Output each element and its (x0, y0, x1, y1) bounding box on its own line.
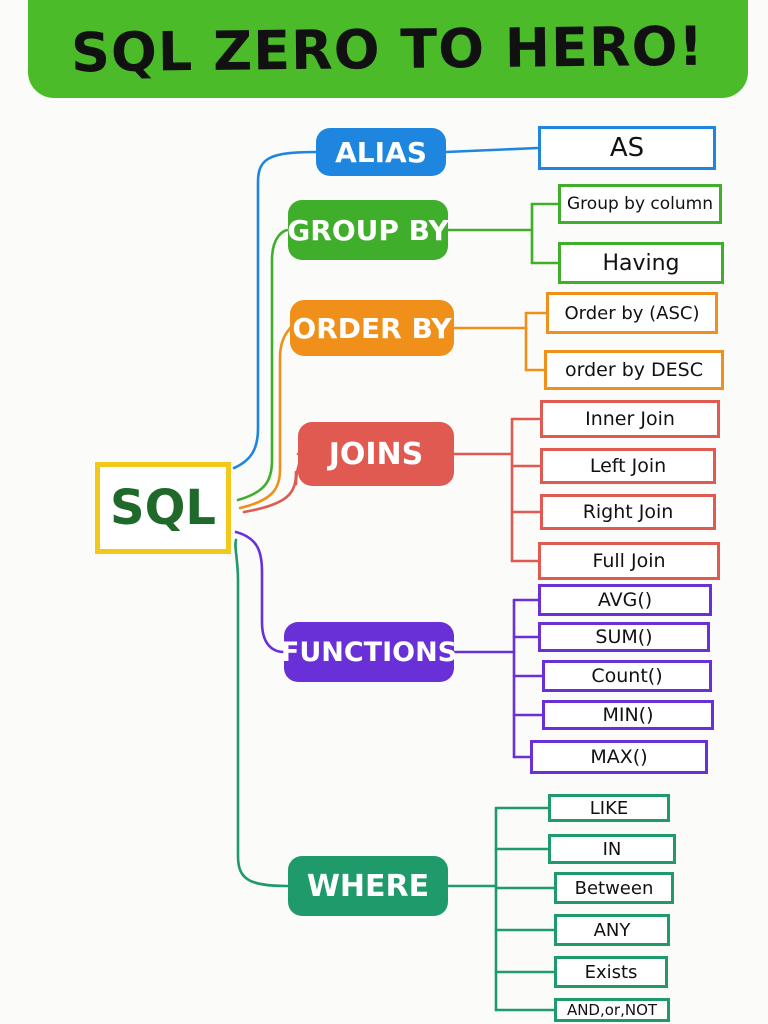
leaf-node: SUM() (538, 622, 710, 652)
leaf-node: Right Join (540, 494, 716, 530)
leaf-node: IN (548, 834, 676, 864)
leaf-node: Having (558, 242, 724, 284)
leaf-node: Full Join (538, 542, 720, 580)
leaf-node: Inner Join (540, 400, 720, 438)
topic-node-group-by: GROUP BY (287, 200, 449, 260)
leaf-node: MIN() (542, 700, 714, 730)
branch-line-group-by (236, 228, 290, 502)
leaf-node: Order by (ASC) (546, 292, 718, 334)
leaf-node: AND,or,NOT (554, 998, 670, 1022)
topic-node-functions: FUNCTIONS (281, 622, 457, 682)
branch-line-where (234, 538, 290, 888)
leaf-node: order by DESC (544, 350, 724, 390)
page-title: SQL ZERO TO HERO! (71, 14, 705, 84)
topic-node-joins: JOINS (298, 422, 454, 486)
leaf-node: AVG() (538, 584, 712, 616)
leaf-node: AS (538, 126, 716, 170)
title-banner: SQL ZERO TO HERO! (28, 0, 748, 98)
topic-node-where: WHERE (288, 856, 448, 916)
branch-line-functions (234, 530, 286, 654)
root-node-sql: SQL (95, 462, 231, 554)
topic-node-alias: ALIAS (316, 128, 446, 176)
branch-line-order-by (238, 326, 292, 510)
leaf-line (444, 146, 540, 154)
leaf-node: Count() (542, 660, 712, 692)
leaf-node: Left Join (540, 448, 716, 484)
leaf-node: Exists (554, 956, 668, 988)
leaf-node: MAX() (530, 740, 708, 774)
leaf-node: LIKE (548, 794, 670, 822)
leaf-node: Between (554, 872, 674, 904)
leaf-node: Group by column (558, 184, 722, 224)
branch-line-alias (232, 150, 318, 470)
leaf-node: ANY (554, 914, 670, 946)
topic-node-order-by: ORDER BY (290, 300, 454, 356)
